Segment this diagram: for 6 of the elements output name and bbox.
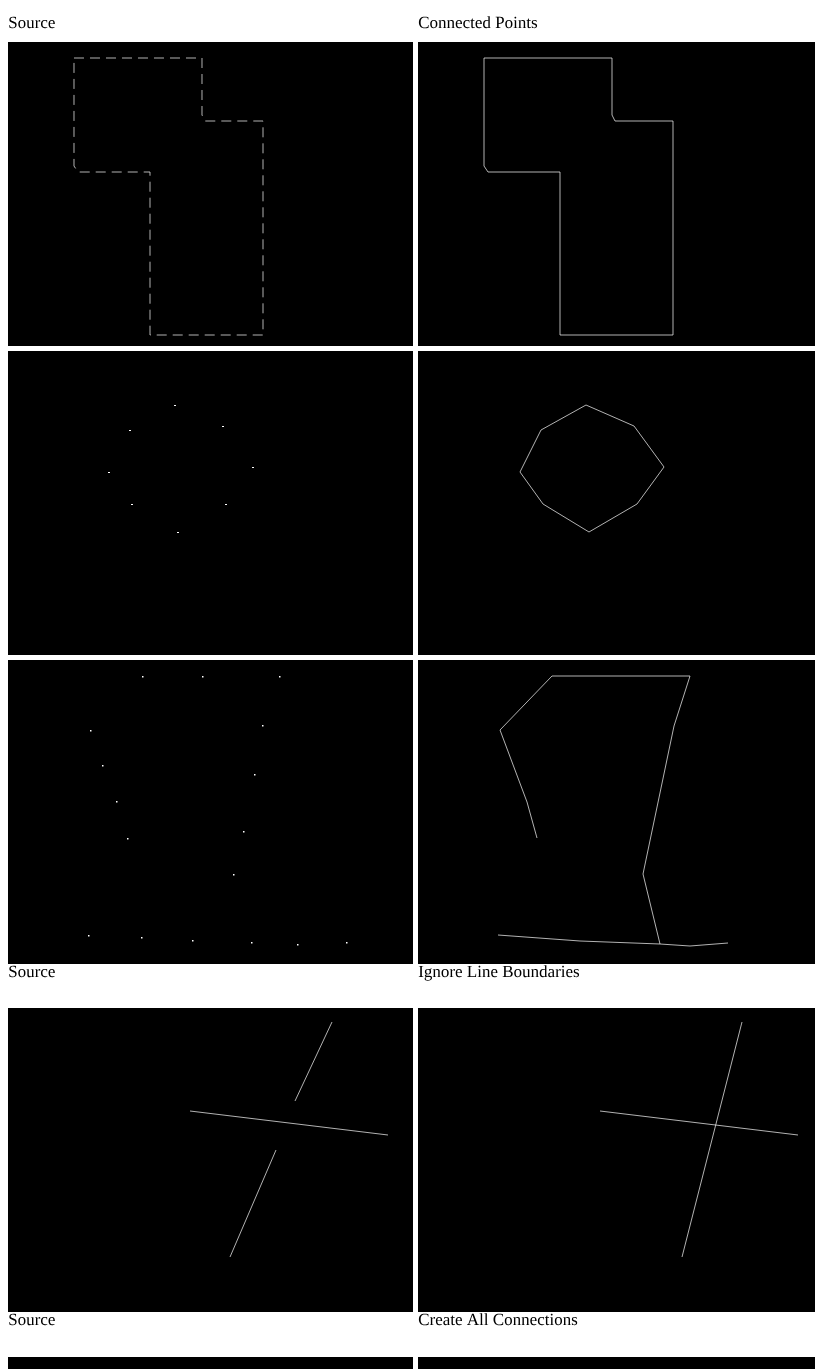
panel-title: Source [9,1313,55,1326]
panel-title: Source [9,965,55,978]
panel-title: Source [9,16,55,29]
panel-title: Ignore Line Boundaries [418,965,580,981]
panel-title: Create All Connections [418,1313,578,1326]
panel-title: Connected Points [418,16,538,29]
